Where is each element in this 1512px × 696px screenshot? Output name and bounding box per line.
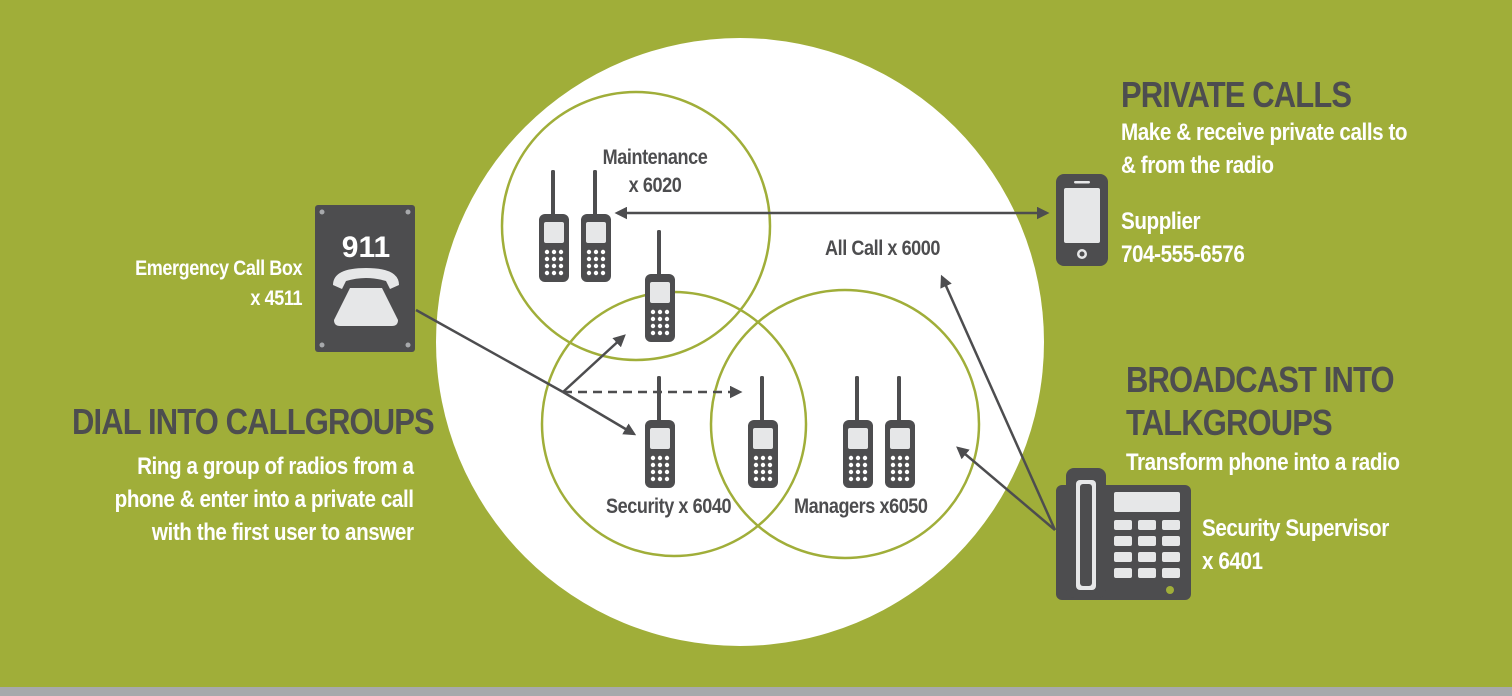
bottom-divider [0,687,1512,696]
arrow-to-all-call [940,274,1057,531]
dial-description-line: with the first user to answer [152,519,414,546]
private-calls-description: Make & receive private calls to & from t… [1121,116,1408,182]
maintenance-group-ring [500,90,772,362]
emergency-label-block: Emergency Call Box x 4511 [135,254,302,314]
arrow-line [415,308,564,394]
supplier-label: Supplier [1121,208,1201,235]
private-calls-heading: PRIVATE CALLS [1121,74,1352,115]
managers-group-label: Managers x6050 [794,495,928,518]
broadcast-heading-line: TALKGROUPS [1126,402,1333,443]
emergency-box-number: 911 [342,231,390,264]
arrow-to-managers-from-phone [956,446,1056,531]
arrow-to-maintenance [562,334,626,393]
managers-group-ring [709,288,981,560]
emergency-call-box-icon: 911 [315,205,415,352]
emergency-label: Emergency Call Box [135,257,302,280]
dial-description-line: Ring a group of radios from a [137,453,414,480]
all-call-label: All Call x 6000 [825,237,941,260]
arrow-to-security [562,390,637,436]
supervisor-block: Security Supervisor x 6401 [1202,512,1389,578]
supplier-block: Supplier 704-555-6576 [1121,205,1245,271]
dial-heading: DIAL INTO CALLGROUPS [72,401,435,442]
dial-description-line: phone & enter into a private call [115,486,414,513]
broadcast-heading: BROADCAST INTO TALKGROUPS [1126,358,1395,444]
supplier-number: 704-555-6576 [1121,241,1245,268]
emergency-ext: x 4511 [250,287,302,310]
private-calls-description-line: Make & receive private calls to [1121,119,1408,146]
desk-phone-icon [1056,468,1191,600]
maintenance-ext: x 6020 [628,174,682,197]
dial-description: Ring a group of radios from a phone & en… [115,450,414,549]
broadcast-description: Transform phone into a radio [1126,449,1400,476]
smartphone-icon [1056,174,1108,266]
supervisor-ext: x 6401 [1202,548,1263,575]
security-group-label: Security x 6040 [606,495,732,518]
broadcast-heading-line: BROADCAST INTO [1126,359,1395,400]
maintenance-label-block: Maintenance x 6020 [591,144,720,200]
private-calls-description-line: & from the radio [1121,152,1274,179]
maintenance-label: Maintenance [602,146,708,169]
supervisor-label: Security Supervisor [1202,515,1389,542]
